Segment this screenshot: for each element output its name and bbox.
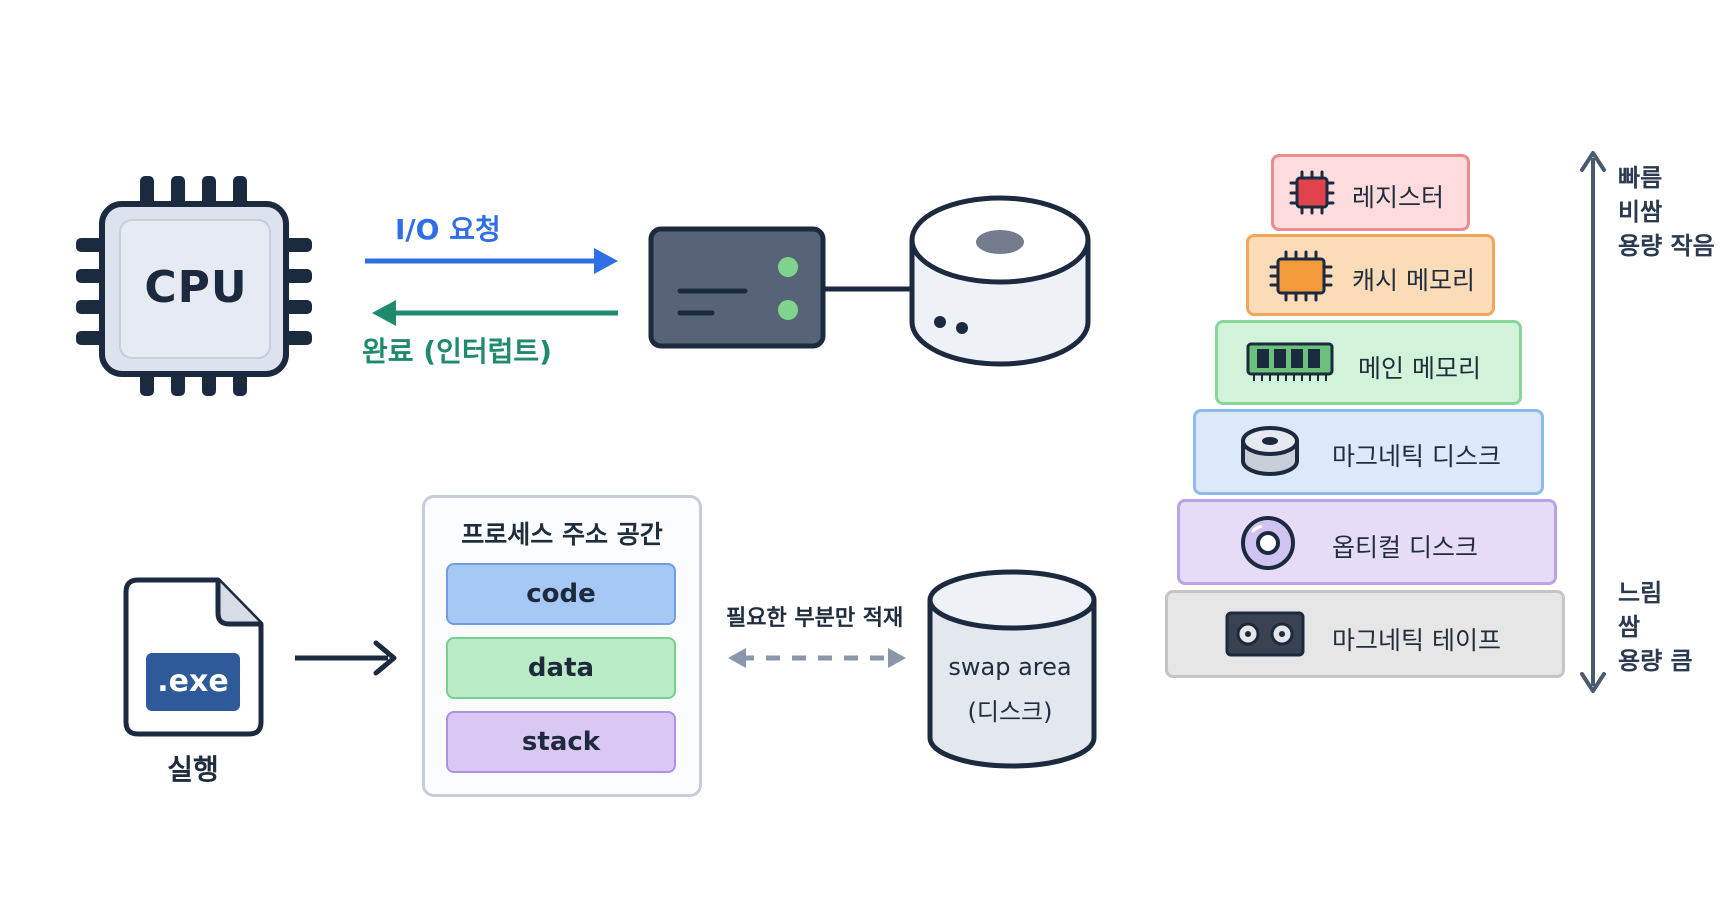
bottom-label-large-capacity: 용량 큼 [1618,647,1693,675]
tier-optical-disc-label: 옵티컬 디스크 [1332,533,1478,562]
tier-cache-label: 캐시 메모리 [1352,266,1475,295]
tier-magnetic-disk-label: 마그네틱 디스크 [1332,442,1501,471]
io-complete-arrowhead [372,300,396,326]
run-arrowhead [373,640,397,676]
address-space-title: 프로세스 주소 공간 [461,520,663,549]
io-request-arrowhead [594,248,618,274]
top-label-small-capacity: 용량 작음 [1618,232,1715,260]
bottom-label-slow: 느림 [1618,579,1663,607]
top-label-fast: 빠름 [1618,164,1663,192]
device-controller-icon [648,226,826,349]
bottom-label-cheap: 쌈 [1618,613,1641,641]
segment-data: data [446,637,676,699]
tier-main-memory-label: 메인 메모리 [1358,354,1481,383]
disk-device-icon [909,195,1091,367]
load-arrowhead-right [888,648,906,668]
swap-disk-icon [927,569,1097,769]
segment-code: code [446,563,676,625]
swap-area-label: swap area [948,653,1072,681]
tier-register-label: 레지스터 [1352,183,1445,212]
load-arrowhead-left [728,648,746,668]
io-request-label: I/O 요청 [395,213,501,246]
tier-magnetic-tape-label: 마그네틱 테이프 [1332,626,1501,655]
tier-optical-disc [1177,499,1557,585]
speed-capacity-arrow [1580,151,1606,693]
segment-stack: stack [446,711,676,773]
swap-disk-label: (디스크) [967,698,1053,726]
run-label: 실행 [167,753,219,786]
load-label: 필요한 부분만 적재 [726,606,904,631]
cpu-label: CPU [144,262,248,313]
io-complete-label: 완료 (인터럽트) [362,335,552,368]
top-label-expensive: 비쌈 [1618,198,1663,226]
exe-badge: .exe [146,653,240,711]
cpu-chip-icon [76,176,312,396]
